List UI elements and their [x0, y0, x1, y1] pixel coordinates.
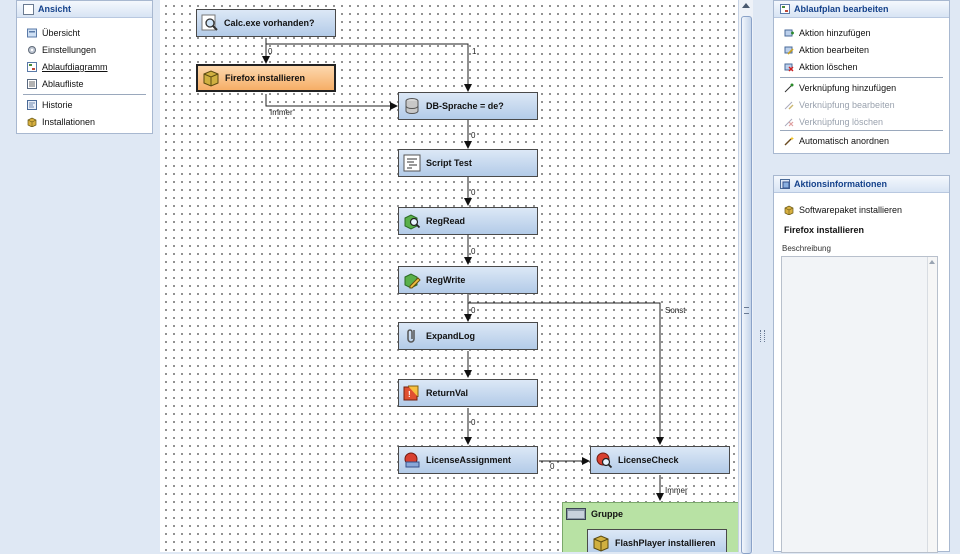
- group-icon: [566, 508, 586, 520]
- flow-node-license-assignment[interactable]: LicenseAssignment: [398, 446, 538, 474]
- flow-edit-icon: [780, 4, 790, 14]
- auto-arrange-button[interactable]: Automatisch anordnen: [774, 133, 949, 149]
- edit-divider: [780, 77, 943, 78]
- edge-label: 0: [471, 131, 476, 140]
- flow-node-regread[interactable]: RegRead: [398, 207, 538, 235]
- description-field[interactable]: [781, 256, 938, 553]
- history-icon: [27, 100, 37, 110]
- add-action-button[interactable]: Aktion hinzufügen: [774, 25, 949, 41]
- group-header: Gruppe: [566, 508, 623, 520]
- action-info-panel-header: Aktionsinformationen: [774, 176, 949, 193]
- edge-label: Immer: [270, 108, 293, 117]
- delete-link-icon: [784, 118, 794, 127]
- registry-write-icon: [404, 273, 421, 289]
- flow-node-regwrite[interactable]: RegWrite: [398, 266, 538, 294]
- edge-label: 0: [471, 247, 476, 256]
- edge-calc-db: [266, 43, 472, 92]
- package-icon: [593, 535, 609, 552]
- flowchart-canvas[interactable]: 0 1 Immer 0 0 0 0 Sonst 0 0 Immer Calc.e…: [160, 0, 738, 552]
- delete-link-button[interactable]: Verknüpfung löschen: [774, 114, 949, 130]
- view-panel-title: Ansicht: [38, 4, 72, 14]
- edit-link-button[interactable]: Verknüpfung bearbeiten: [774, 97, 949, 113]
- canvas-scrollbar[interactable]: [738, 0, 753, 554]
- action-name: Firefox installieren: [784, 225, 865, 235]
- package-icon: [27, 117, 37, 127]
- description-label: Beschreibung: [782, 244, 831, 253]
- add-action-icon: [784, 29, 794, 37]
- edit-link-icon: [784, 101, 794, 110]
- edit-divider: [780, 130, 943, 131]
- nav-item-list[interactable]: Ablaufliste: [17, 76, 152, 92]
- panel-splitter[interactable]: [760, 330, 765, 342]
- description-scrollbar[interactable]: [927, 257, 937, 552]
- edit-action-button[interactable]: Aktion bearbeiten: [774, 42, 949, 58]
- action-info-panel: Aktionsinformationen Softwarepaket insta…: [773, 175, 950, 553]
- flow-node-db-language[interactable]: DB-Sprache = de?: [398, 92, 538, 120]
- add-link-button[interactable]: Verknüpfung hinzufügen: [774, 80, 949, 96]
- scroll-up-arrow-icon[interactable]: [742, 3, 750, 8]
- flowchart-icon: [27, 62, 37, 72]
- flow-group[interactable]: Gruppe FlashPlayer installieren: [562, 502, 738, 552]
- edge-regwrite-licensecheck: [468, 302, 664, 445]
- database-icon: [405, 98, 419, 115]
- edge-label: Immer: [665, 486, 688, 495]
- flow-node-script-test[interactable]: Script Test: [398, 149, 538, 177]
- nav-item-installations[interactable]: Installationen: [17, 114, 152, 130]
- edge-firefox-db: [265, 94, 398, 110]
- edit-flow-panel-header: Ablaufplan bearbeiten: [774, 1, 949, 18]
- package-icon: [203, 70, 219, 87]
- info-panel-icon: [780, 179, 790, 189]
- flow-node-returnval[interactable]: ! ReturnVal: [398, 379, 538, 407]
- svg-text:!: !: [408, 390, 411, 399]
- edge-label: 0: [268, 47, 273, 56]
- edge-label: 0: [471, 188, 476, 197]
- nav-item-flowchart[interactable]: Ablaufdiagramm: [17, 59, 152, 75]
- flow-node-flashplayer-install[interactable]: FlashPlayer installieren: [587, 529, 727, 552]
- package-icon: [784, 205, 794, 215]
- magic-wand-icon: [784, 136, 794, 146]
- flow-node-expandlog[interactable]: ExpandLog: [398, 322, 538, 350]
- delete-action-button[interactable]: Aktion löschen: [774, 59, 949, 75]
- scroll-grip-icon: [744, 307, 749, 314]
- nav-divider: [23, 94, 146, 95]
- edge-label: 0: [471, 306, 476, 315]
- panel-checkbox-icon[interactable]: [23, 3, 34, 15]
- scroll-thumb[interactable]: [741, 16, 752, 554]
- flow-node-firefox-install[interactable]: Firefox installieren: [196, 64, 336, 92]
- nav-item-settings[interactable]: Einstellungen: [17, 42, 152, 58]
- flow-node-calc-check[interactable]: Calc.exe vorhanden?: [196, 9, 336, 37]
- edge-label: Sonst: [665, 306, 686, 315]
- view-panel: Ansicht Übersicht Einstellungen Ablaufdi…: [16, 0, 153, 134]
- registry-read-icon: [404, 214, 421, 230]
- settings-icon: [28, 46, 36, 54]
- edge-label: 1: [472, 47, 477, 56]
- list-icon: [27, 79, 37, 89]
- connection-layer: [262, 38, 664, 501]
- view-panel-header: Ansicht: [17, 1, 152, 18]
- action-type-row: Softwarepaket installieren: [774, 202, 949, 218]
- nav-item-history[interactable]: Historie: [17, 97, 152, 113]
- license-icon: [404, 452, 420, 468]
- return-value-icon: !: [403, 385, 419, 401]
- delete-action-icon: [784, 63, 794, 72]
- paperclip-icon: [407, 329, 415, 343]
- flow-node-license-check[interactable]: LicenseCheck: [590, 446, 730, 474]
- scroll-up-arrow-icon[interactable]: [929, 260, 935, 264]
- edit-action-icon: [784, 46, 794, 55]
- edge-label: 0: [471, 418, 476, 427]
- script-icon: [403, 154, 421, 172]
- magnifier-icon: [201, 14, 218, 31]
- license-check-icon: [596, 452, 613, 469]
- nav-item-overview[interactable]: Übersicht: [17, 25, 152, 41]
- overview-icon: [27, 28, 37, 38]
- add-link-icon: [784, 83, 794, 93]
- edit-flow-panel: Ablaufplan bearbeiten Aktion hinzufügen …: [773, 0, 950, 154]
- edge-label: 0: [550, 462, 555, 471]
